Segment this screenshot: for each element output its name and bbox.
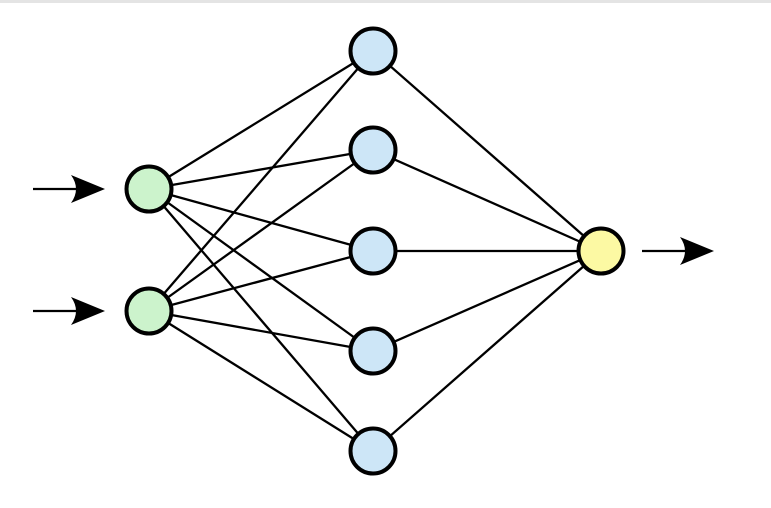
hidden-node-1 (348, 26, 398, 76)
hidden-node-5 (348, 426, 398, 476)
edge-i2-h3 (148, 249, 374, 313)
edge-h1-o1 (372, 50, 602, 252)
input-arrow-1 (33, 175, 105, 203)
top-border (0, 0, 771, 3)
edge-i1-h3 (148, 187, 374, 253)
edge-h2-o1 (372, 148, 602, 253)
edge-i2-h4 (148, 309, 374, 353)
input-arrow-1-head (71, 175, 105, 203)
output-node-1 (576, 226, 626, 276)
hidden-node-4 (348, 326, 398, 376)
input-node-1 (124, 164, 174, 214)
hidden-node-3 (348, 226, 398, 276)
edge-i1-h1 (148, 50, 374, 190)
hidden-node-2 (348, 125, 398, 175)
output-arrow (642, 237, 714, 265)
edge-i2-h1 (148, 50, 374, 312)
edge-i2-h5 (148, 310, 374, 452)
input-arrow-2-head (71, 297, 105, 325)
edge-i1-h4 (148, 188, 374, 352)
edge-i1-h2 (148, 148, 374, 191)
edge-h4-o1 (372, 249, 602, 353)
edge-i2-h2 (148, 149, 374, 312)
input-node-2 (124, 286, 174, 336)
output-arrow-head (680, 237, 714, 265)
input-arrow-2 (33, 297, 105, 325)
edge-i1-h5 (148, 188, 374, 452)
edge-h5-o1 (372, 250, 602, 452)
